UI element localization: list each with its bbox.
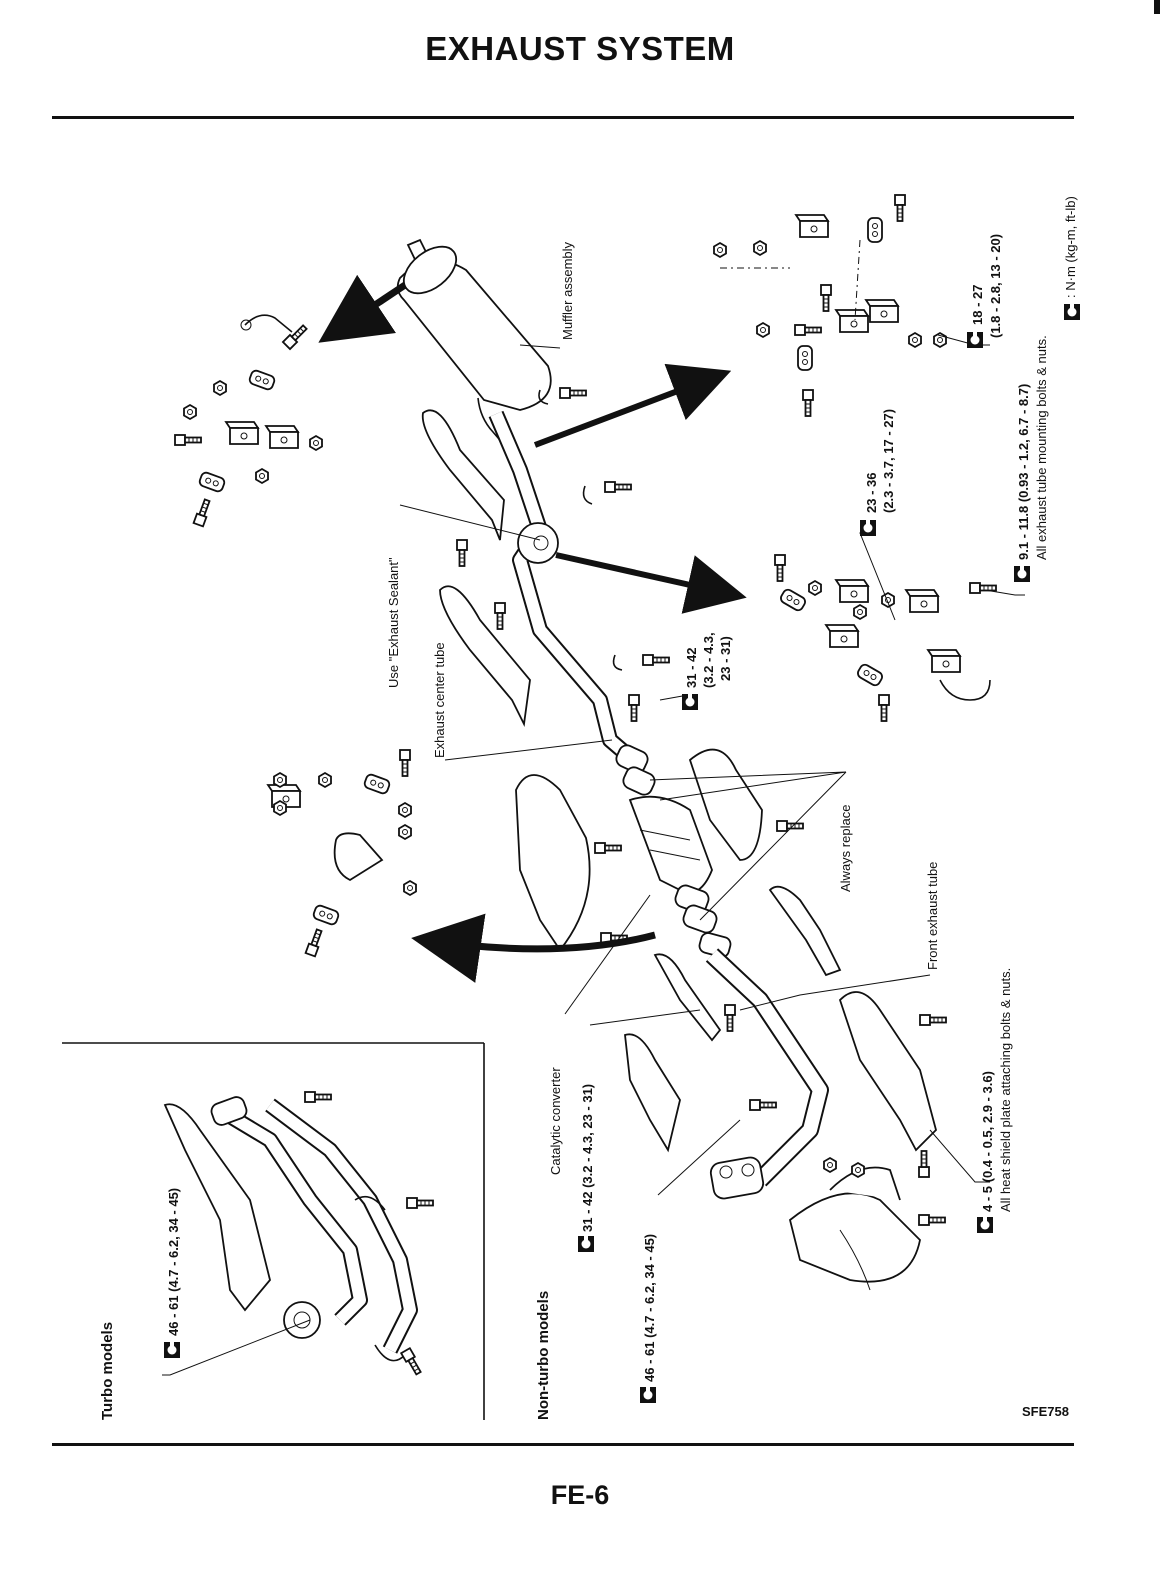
corner-mark: [1154, 0, 1160, 14]
torque-31-42-detail-2: 23 - 31): [718, 636, 733, 681]
catalyst-bracket: [267, 749, 417, 958]
center-tube-bracket: [774, 554, 997, 722]
torque-9-1: 9.1 - 11.8 (0.93 - 1.2, 6.7 - 8.7): [1016, 384, 1031, 560]
muffler-bracket-left: [174, 314, 323, 528]
non-turbo-label: Non-turbo models: [535, 1291, 552, 1420]
torque-18-27-detail: (1.8 - 2.8, 13 - 20): [988, 234, 1003, 338]
torque-23-36: 23 - 36: [864, 473, 879, 513]
bottom-rule: [52, 1443, 1074, 1446]
muffler-assembly: [396, 238, 552, 453]
page-number: FE-6: [550, 1480, 610, 1510]
sealant-label: Use "Exhaust Sealant": [386, 557, 401, 688]
front-exhaust-tube: [698, 932, 829, 1200]
torque-31-42-cat: 31 - 42 (3.2 - 4.3, 23 - 31): [580, 1084, 595, 1232]
front-tube-heat-shield: [838, 991, 938, 1152]
torque-46-61-turbo: 46 - 61 (4.7 - 6.2, 34 - 45): [166, 1188, 181, 1336]
always-replace-label: Always replace: [838, 805, 853, 892]
torque-4-5-note: All heat shield plate attaching bolts & …: [998, 968, 1013, 1212]
sealant-joint: [517, 522, 559, 564]
top-rule: [52, 116, 1074, 119]
heat-shield-center: [439, 585, 531, 728]
torque-46-61: 46 - 61 (4.7 - 6.2, 34 - 45): [642, 1234, 657, 1382]
torque-23-36-detail: (2.3 - 3.7, 17 - 27): [881, 409, 896, 513]
catalytic-label: Catalytic converter: [548, 1067, 563, 1175]
torque-unit: : N·m (kg-m, ft-lb): [1063, 196, 1078, 298]
torque-31-42-detail: (3.2 - 4.3,: [701, 632, 716, 688]
torque-31-42: 31 - 42: [684, 648, 699, 688]
turbo-inset: [62, 1042, 485, 1420]
manifold-shield: [788, 1192, 921, 1283]
front-tube-label: Front exhaust tube: [925, 862, 940, 970]
page-title: EXHAUST SYSTEM: [425, 30, 735, 67]
heat-shield-upper: [421, 409, 505, 541]
center-tube-label: Exhaust center tube: [432, 642, 447, 758]
turbo-label: Turbo models: [99, 1322, 116, 1420]
muffler-bracket-right: [713, 194, 947, 417]
exhaust-center-tube: [488, 410, 630, 759]
figure-code: SFE758: [1022, 1404, 1069, 1419]
torque-18-27: 18 - 27: [970, 285, 985, 325]
muffler-label: Muffler assembly: [560, 241, 575, 340]
torque-9-1-note: All exhaust tube mounting bolts & nuts.: [1034, 335, 1049, 560]
torque-4-5: 4 - 5 (0.4 - 0.5, 2.9 - 3.6): [980, 1071, 995, 1212]
heat-shield-catalyst-left: [515, 774, 591, 952]
